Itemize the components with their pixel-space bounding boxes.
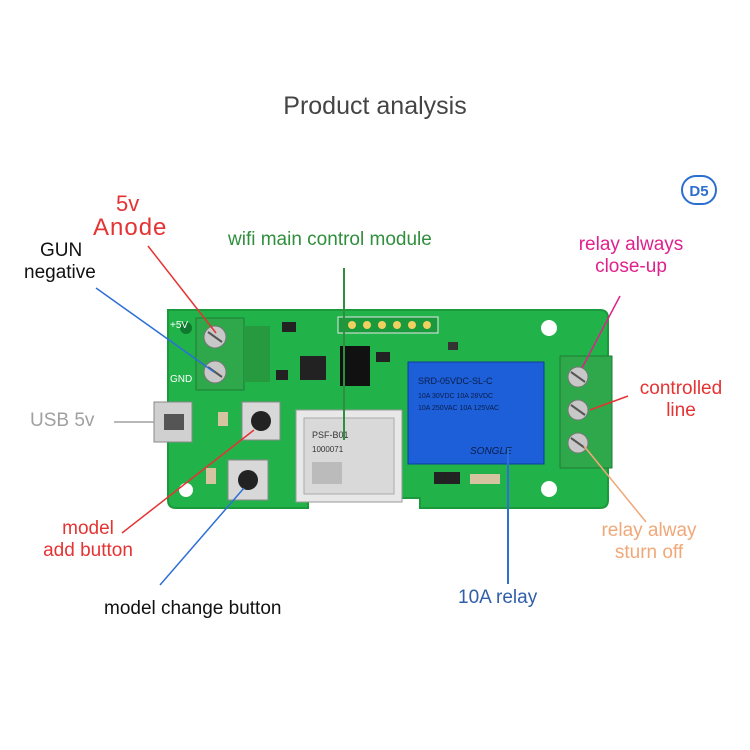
usb-label: USB 5v — [30, 410, 95, 431]
relay-close-label-1: relay always — [578, 234, 684, 255]
relay-terminal-block — [559, 355, 613, 469]
model-change-leader-line — [159, 487, 245, 586]
module-label: PSF-B01 — [312, 430, 349, 440]
page-title: Product analysis — [283, 92, 467, 120]
controlled-line-leader — [589, 395, 629, 411]
model-add-leader-line — [121, 429, 255, 534]
gun-label: GUN — [40, 240, 83, 261]
model-add-label-2: add button — [43, 540, 133, 561]
anode-voltage-label: 5v — [116, 191, 140, 216]
controlled-label-1: controlled — [639, 378, 723, 399]
model-change-button — [227, 459, 269, 501]
relay-rating-ac: 10A 250VAC 10A 125VAC — [418, 405, 499, 412]
wifi-module: PSF-B01 1000071 — [295, 409, 403, 503]
anode-leader-line — [147, 245, 217, 334]
silk-5v: +5V — [170, 320, 188, 331]
controlled-label-2: line — [666, 400, 696, 421]
relay-close-label-2: close-up — [595, 256, 667, 277]
relay-off-leader-line — [583, 445, 647, 523]
wifi-module-label: wifi main control module — [228, 229, 432, 250]
model-change-label: model change button — [104, 598, 282, 619]
relay-off-label-1: relay alway — [601, 520, 697, 541]
model-add-label-1: model — [62, 518, 114, 539]
pin-header — [337, 316, 439, 334]
version-badge: D5 — [681, 175, 717, 205]
relay-off-label-2: sturn off — [614, 542, 684, 563]
relay: SRD-05VDC-SL-C 10A 30VDC 10A 28VDC 10A 2… — [407, 361, 545, 465]
relay-model: SRD-05VDC-SL-C — [418, 376, 493, 386]
relay-label: 10A relay — [458, 587, 538, 608]
negative-leader-line — [95, 287, 215, 373]
relay-close-leader-line — [581, 295, 621, 369]
module-serial: 1000071 — [312, 445, 344, 454]
negative-label: negative — [24, 262, 96, 283]
silk-gnd: GND — [170, 374, 192, 385]
anode-label: Anode — [93, 214, 168, 241]
relay-rating-dc: 10A 30VDC 10A 28VDC — [418, 393, 493, 400]
power-terminal-block — [195, 317, 270, 391]
micro-usb-port — [153, 401, 193, 443]
relay-brand: SONGLE — [470, 446, 512, 457]
